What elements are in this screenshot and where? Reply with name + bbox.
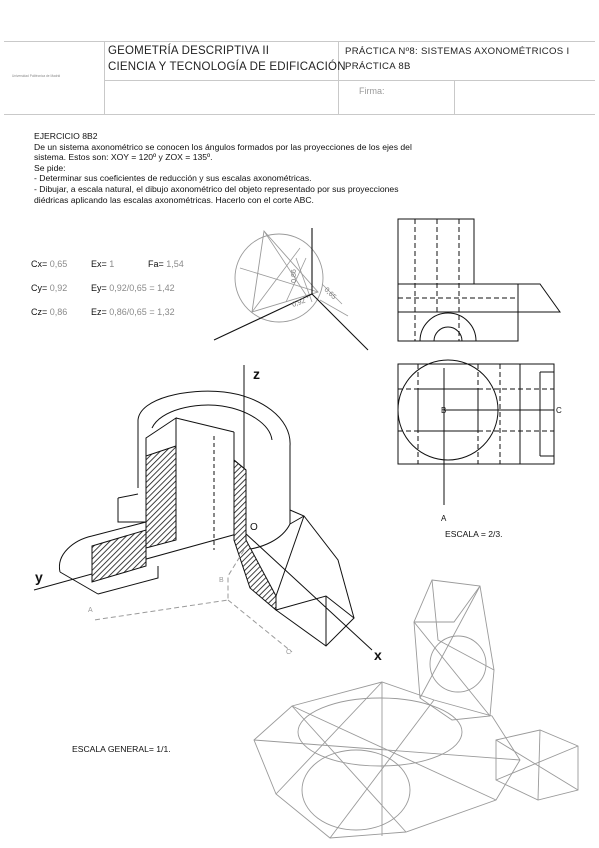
front-arm-link bbox=[117, 493, 139, 499]
construction-line bbox=[239, 267, 319, 293]
exercise-statement: EJERCICIO 8B2 De un sistema axonométrico… bbox=[34, 131, 504, 205]
header-divider-left bbox=[104, 41, 105, 114]
construction-tower-circle bbox=[429, 635, 487, 693]
construction-label-cx: 0,65 bbox=[323, 286, 338, 301]
exercise-title: EJERCICIO 8B2 bbox=[34, 131, 98, 141]
hatched-arm-section bbox=[91, 529, 147, 583]
plan-label-b: B bbox=[441, 406, 446, 415]
construction-line bbox=[251, 247, 301, 313]
construction-tower bbox=[413, 579, 495, 721]
scale-ez: Ez= 0,86/0,65 = 1,32 bbox=[91, 307, 175, 317]
construction-line bbox=[275, 681, 383, 795]
cylinder-top-ellipse bbox=[137, 390, 291, 447]
general-scale: ESCALA GENERAL= 1/1. bbox=[72, 744, 171, 754]
construction-diagonal bbox=[419, 585, 481, 699]
right-wedge-rear bbox=[289, 515, 305, 525]
right-wedge-body bbox=[275, 595, 355, 647]
construction-y-axis bbox=[213, 293, 313, 341]
construction-circle bbox=[234, 233, 324, 323]
section-label-a: A bbox=[88, 607, 93, 614]
statement-line-3: Se pide: bbox=[34, 162, 66, 173]
course-subtitle: CIENCIA Y TECNOLOGÍA DE EDIFICACIÓN bbox=[108, 61, 346, 73]
scale-ex: Ex= 1 bbox=[91, 259, 115, 269]
axonometric-solid: z y x O A B C bbox=[33, 365, 382, 663]
statement-line-1: De un sistema axonométrico se conocen lo… bbox=[34, 141, 412, 152]
cylinder-inner-ellipse bbox=[151, 404, 273, 441]
signature-label: Firma: bbox=[359, 86, 385, 96]
construction-line bbox=[291, 705, 407, 833]
elevation-arch bbox=[419, 312, 477, 342]
axis-label-z: z bbox=[253, 366, 260, 382]
section-trace bbox=[93, 549, 245, 621]
practice-number: PRÁCTICA 8B bbox=[345, 61, 411, 72]
section-trace bbox=[227, 599, 293, 653]
right-wedge-slope bbox=[275, 515, 305, 597]
plan-view: B C A bbox=[397, 359, 562, 523]
axonometric-construction: 0,86 0,92 0,65 bbox=[213, 228, 369, 351]
section-label-b: B bbox=[219, 577, 224, 584]
front-elevation bbox=[397, 218, 561, 342]
views-scale: ESCALA = 2/3. bbox=[445, 529, 503, 539]
front-arm-end bbox=[58, 535, 93, 573]
construction-x-axis bbox=[311, 293, 369, 351]
axis-label-x: x bbox=[374, 647, 382, 663]
elevation-right-wedge bbox=[517, 283, 561, 313]
construction-line bbox=[537, 729, 541, 801]
cut-plane-edges bbox=[233, 432, 247, 471]
construction-base-ellipse bbox=[301, 749, 411, 831]
plan-outline bbox=[397, 363, 555, 465]
course-title: GEOMETRÍA DESCRIPTIVA II bbox=[108, 45, 270, 57]
practice-title: PRÁCTICA Nº8: SISTEMAS AXONOMÉTRICOS I bbox=[345, 46, 570, 57]
construction-line bbox=[291, 705, 497, 801]
construction-line bbox=[319, 299, 349, 317]
statement-line-2: sistema. Estos son: XOY = 120º y ZOX = 1… bbox=[34, 152, 213, 163]
statement-line-5: - Dibujar, a escala natural, el dibujo a… bbox=[34, 183, 399, 194]
header-bottom-rule bbox=[4, 114, 595, 115]
construction-label-cz: 0,86 bbox=[291, 269, 298, 283]
hatched-section-left bbox=[145, 445, 177, 549]
construction-line bbox=[263, 230, 309, 299]
elevation-arch-inner bbox=[433, 326, 463, 342]
construction-line bbox=[321, 283, 343, 305]
axis-label-y: y bbox=[35, 569, 43, 585]
factor-fa: Fa= 1,54 bbox=[148, 259, 184, 269]
axis-x bbox=[243, 531, 373, 651]
origin-label: O bbox=[250, 522, 258, 533]
coef-cx: Cx= 0,65 bbox=[31, 259, 68, 269]
coef-cy: Cy= 0,92 bbox=[31, 283, 68, 293]
construction-triangle bbox=[251, 229, 319, 313]
statement-line-4: - Determinar sus coeficientes de reducci… bbox=[34, 173, 312, 184]
header-divider-mid bbox=[338, 41, 339, 114]
plan-label-a: A bbox=[441, 514, 447, 523]
header-top-rule bbox=[4, 41, 595, 42]
construction-tower-inner bbox=[431, 579, 495, 671]
scale-ey: Ey= 0,92/0,65 = 1,42 bbox=[91, 283, 175, 293]
construction-line bbox=[495, 739, 579, 791]
elevation-upper-outline bbox=[397, 218, 475, 284]
construction-line bbox=[285, 257, 307, 303]
section-label-c: C bbox=[286, 649, 291, 656]
hatched-section-right bbox=[233, 458, 277, 612]
coef-cz: Cz= 0,86 bbox=[31, 307, 68, 317]
right-wedge-top bbox=[289, 509, 355, 619]
institution-microtext: Universidad Politécnica de Madrid bbox=[12, 74, 61, 78]
front-arm-base bbox=[59, 571, 99, 595]
front-arm-step bbox=[117, 498, 146, 523]
header-divider-right bbox=[454, 80, 455, 114]
plan-label-c: C bbox=[556, 406, 562, 415]
construction-line bbox=[495, 745, 579, 781]
construction-label-cy: 0,92 bbox=[291, 298, 306, 309]
construction-base-ellipse bbox=[297, 697, 463, 767]
construction-diagonal bbox=[413, 621, 491, 717]
construction-drawing bbox=[253, 579, 579, 839]
statement-line-6: diédricas aplicando las escalas axonomét… bbox=[34, 194, 314, 205]
cut-plane-top bbox=[175, 417, 235, 433]
header-mid-rule bbox=[104, 80, 595, 81]
construction-tower-inner bbox=[414, 585, 481, 623]
construction-base bbox=[253, 681, 521, 839]
front-arm-lower bbox=[97, 566, 159, 595]
